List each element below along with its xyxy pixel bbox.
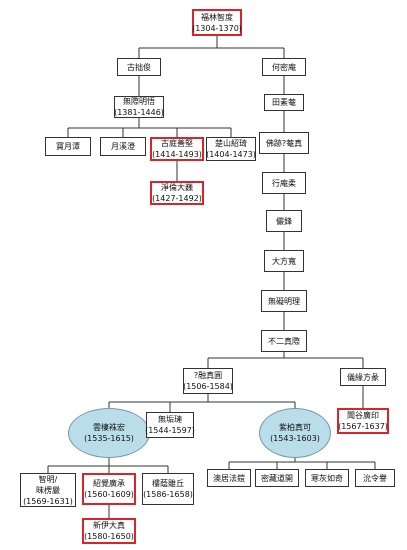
node-dates: (1414-1493) (152, 150, 202, 159)
node-name: 儼鋒 (276, 216, 292, 226)
node-wuai: 無礙明理 (261, 290, 307, 312)
node-dates: (1580-1650) (84, 532, 134, 541)
node-hanhui: 寒灰如奇 (305, 469, 349, 487)
node-guzhuo: 古拙俊 (117, 58, 161, 76)
node-hemi: 何密庵 (262, 58, 306, 76)
node-name: 雲棲袾宏 (93, 423, 125, 432)
node-dates: (1544-1597) (145, 426, 195, 435)
node-name: 行庵柔 (272, 178, 296, 188)
node-name: 大方寬 (272, 256, 296, 266)
node-yuanling: 沇令譽 (355, 469, 395, 487)
node-name: 何密庵 (272, 62, 296, 72)
node-name: 聞谷廣印 (347, 411, 379, 420)
node-jinglun: 淨倫大巍 (1427-1492) (150, 181, 204, 205)
node-yunqi: 雲棲袾宏 (1535-1615) (68, 408, 150, 458)
node-tiansu: 田素菴 (264, 94, 304, 111)
node-feng: 儼鋒 (266, 210, 302, 232)
node-name: 古庭善堅 (161, 139, 193, 148)
node-name-line2: 昧楞嚴 (36, 485, 60, 495)
node-dates: (1543-1603) (270, 434, 320, 443)
node-zhiming: 智明/ 昧楞嚴 (1569-1631) (20, 473, 76, 507)
node-wengu: 聞谷廣印 (1567-1637) (337, 408, 389, 434)
node-xingan: 行庵柔 (262, 172, 306, 194)
node-name: 無垢璉 (158, 415, 182, 424)
node-dates: (1569-1631) (23, 496, 73, 506)
node-louyin: 樓蔭雖丘 (1586-1658) (142, 473, 194, 505)
node-dates: (1427-1492) (152, 194, 202, 203)
node-yuanxu: 儀緣方彖 (340, 368, 386, 386)
node-name: 樓蔭雖丘 (152, 479, 184, 488)
node-name: 智明/ (38, 474, 58, 484)
node-foji: 佛跡?菴真 (259, 132, 309, 154)
node-zibo: 紫柏真可 (1543-1603) (259, 408, 331, 458)
node-shaojue: 紹覺廣承 (1560-1609) (82, 473, 136, 505)
node-name: 淨倫大巍 (161, 183, 193, 192)
node-name: 儀緣方彖 (347, 372, 379, 382)
node-dates: (1304-1370) (192, 23, 242, 33)
node-dates: (1567-1637) (338, 422, 388, 431)
node-name: 楚山紹琦 (215, 139, 247, 148)
node-micang: 密藏道開 (255, 469, 299, 487)
node-name: 佛跡?菴真 (265, 138, 303, 148)
node-name: 密藏道開 (261, 473, 293, 483)
node-root: 福林智度 (1304-1370) (192, 9, 242, 36)
node-name: 寒灰如奇 (311, 473, 343, 483)
node-dates: (1381-1446) (114, 108, 164, 117)
node-aoju: 澳居法鎧 (207, 469, 251, 487)
node-name: 新伊大真 (93, 521, 125, 530)
node-name: 紫柏真可 (279, 423, 311, 432)
node-baoyue: 寶月潭 (45, 137, 91, 156)
node-dates: (1586-1658) (143, 490, 193, 499)
node-name: 古拙俊 (127, 62, 151, 72)
node-name: 沇令譽 (363, 473, 387, 483)
node-name: 紹覺廣承 (93, 479, 125, 488)
node-name: 福林智度 (201, 12, 233, 22)
node-name: 不二真際 (268, 336, 300, 346)
node-buer: 不二真際 (261, 330, 307, 352)
node-name: 田素菴 (272, 98, 296, 107)
node-dates: (1404-1473) (206, 150, 256, 159)
node-gutingshan: 古庭善堅 (1414-1493) (150, 137, 204, 161)
node-name: ?融真圓 (193, 371, 223, 380)
node-name: 月溪澄 (111, 142, 135, 151)
node-dates: (1560-1609) (84, 490, 134, 499)
node-name: 無際明悟 (123, 97, 155, 106)
node-rongzhen: ?融真圓 (1506-1584) (183, 368, 233, 394)
node-name: 澳居法鎧 (213, 473, 245, 483)
node-chushan: 楚山紹琦 (1404-1473) (206, 137, 256, 161)
node-name: 無礙明理 (268, 296, 300, 306)
node-dafang: 大方寬 (264, 250, 304, 272)
node-dates: (1506-1584) (183, 382, 233, 391)
node-yuexi: 月溪澄 (100, 137, 146, 156)
node-xinyi: 新伊大真 (1580-1650) (82, 518, 136, 544)
node-name: 寶月潭 (56, 142, 80, 151)
node-dates: (1535-1615) (84, 434, 134, 443)
node-wugou: 無垢璉 (1544-1597) (145, 412, 195, 438)
node-wuji: 無際明悟 (1381-1446) (114, 96, 164, 118)
